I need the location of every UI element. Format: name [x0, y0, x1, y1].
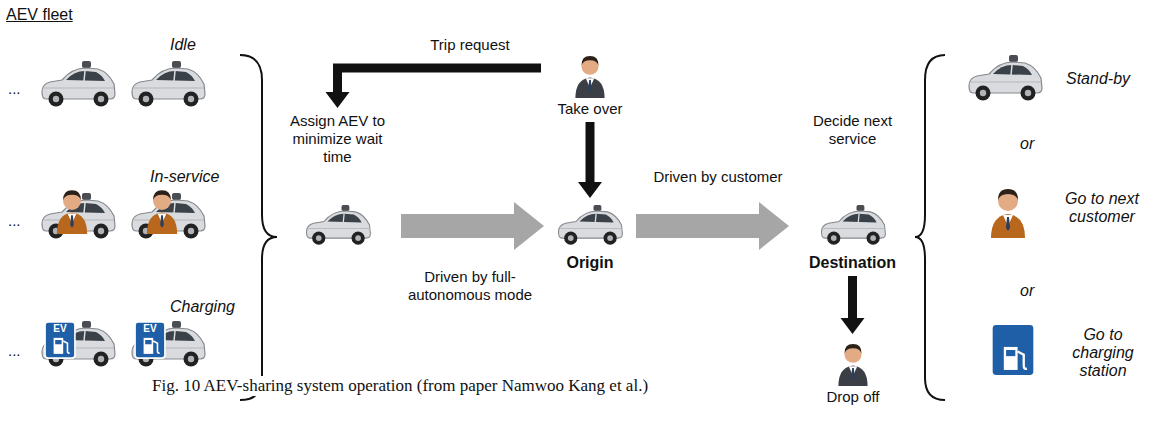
charging-station-icon — [992, 324, 1035, 376]
customer-icon — [991, 189, 1025, 238]
car-icon — [555, 202, 625, 248]
bracket — [240, 55, 277, 400]
node-text: Take over — [545, 100, 635, 118]
node-title: Destination — [795, 254, 910, 272]
group-title: AEV fleet — [6, 6, 73, 24]
car-symbol — [559, 205, 623, 245]
or-label: or — [1020, 135, 1034, 153]
car-symbol — [821, 205, 885, 245]
car-icon — [303, 202, 373, 248]
block-arrow-shape — [636, 202, 789, 250]
process-node: Take over — [545, 50, 635, 118]
connector-line — [338, 68, 542, 94]
passenger-icon — [147, 190, 177, 234]
person-symbol — [575, 56, 604, 98]
arrowhead — [578, 182, 602, 198]
ellipsis: ... — [8, 342, 21, 360]
process-node: Drop off — [813, 338, 893, 406]
process-node: Assign AEV to minimize wait time — [280, 112, 395, 248]
flow-arrow — [841, 276, 865, 334]
connector-line — [848, 276, 857, 320]
option-label: Go to next customer — [1050, 190, 1154, 226]
edge-label: Driven by full-autonomous mode — [405, 268, 535, 304]
person-icon — [835, 338, 871, 386]
flow-arrow — [578, 122, 602, 198]
idle-car — [132, 61, 205, 107]
sign-text: EV — [134, 323, 166, 335]
idle-car — [42, 61, 115, 107]
person-symbol — [838, 344, 867, 386]
charging-car — [42, 321, 115, 367]
flow-arrow — [326, 68, 542, 108]
option-label: Stand-by — [1066, 70, 1130, 88]
charging-car — [132, 321, 205, 367]
car-icon — [818, 202, 888, 248]
block-arrow — [636, 202, 789, 250]
block-arrow — [401, 202, 544, 250]
option-label: Go to charging station — [1060, 326, 1146, 380]
node-text: Decide next service — [795, 112, 910, 148]
ellipsis: ... — [8, 212, 21, 230]
state-label: Idle — [170, 36, 196, 54]
or-label: or — [1020, 282, 1034, 300]
process-node: Decide next serviceDestination — [795, 112, 910, 272]
state-label: Charging — [170, 298, 235, 316]
node-text: Drop off — [813, 388, 893, 406]
bracket — [915, 55, 945, 400]
person-icon — [572, 50, 608, 98]
standby-car — [969, 55, 1042, 101]
block-arrow-shape — [401, 202, 544, 250]
node-title: Origin — [550, 254, 630, 272]
ellipsis: ... — [8, 80, 21, 98]
arrowhead — [326, 92, 350, 108]
process-node: Origin — [550, 202, 630, 272]
state-label: In-service — [150, 168, 219, 186]
car-symbol — [306, 205, 370, 245]
arrowhead — [841, 318, 865, 334]
edge-label: Trip request — [400, 36, 540, 54]
edge-label: Driven by customer — [648, 168, 788, 186]
passenger-icon — [57, 190, 87, 234]
sign-text: EV — [44, 323, 76, 335]
connector-line — [586, 122, 595, 184]
node-text: Assign AEV to minimize wait time — [280, 112, 395, 166]
figure-caption: Fig. 10 AEV-sharing system operation (fr… — [150, 376, 650, 396]
